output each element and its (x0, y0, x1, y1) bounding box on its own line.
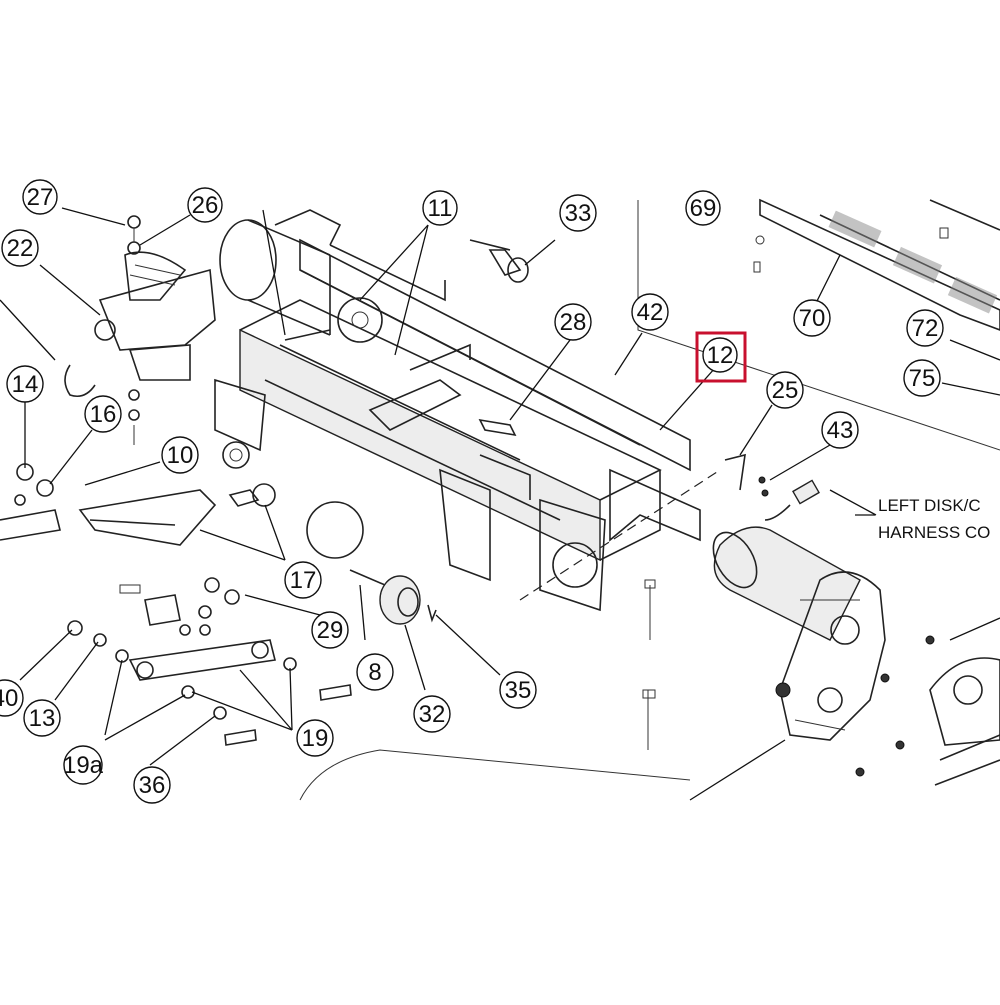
callout-circle (413, 695, 451, 733)
callout-29: 29 (311, 611, 349, 649)
callout-label: 12 (707, 342, 734, 369)
callout-label: 33 (565, 200, 592, 227)
callout-label: 75 (909, 365, 936, 392)
callout-circle (906, 309, 944, 347)
callout-circle (296, 719, 334, 757)
callout-72: 72 (906, 309, 944, 347)
harness-note-line2: HARNESS CO (878, 523, 990, 542)
callout-circle (766, 371, 804, 409)
callout-label: 27 (27, 184, 54, 211)
callout-circle (161, 436, 199, 474)
callout-14: 14 (6, 365, 44, 403)
callout-8: 8 (356, 653, 394, 691)
callout-circle (133, 766, 171, 804)
lower-outline (299, 749, 691, 801)
callout-label: 22 (7, 235, 34, 262)
callout-label: 19a (63, 752, 104, 779)
callout-circle (1, 229, 39, 267)
callout-28: 28 (554, 303, 592, 341)
callout-circle (356, 653, 394, 691)
harness-note-line1: LEFT DISK/C (878, 496, 981, 515)
callout-12: 12 (702, 337, 738, 373)
callout-circle (631, 293, 669, 331)
callout-27: 27 (22, 179, 58, 215)
callout-10: 10 (161, 436, 199, 474)
callout-17: 17 (284, 561, 322, 599)
callout-13: 13 (23, 699, 61, 737)
callout-25: 25 (766, 371, 804, 409)
callout-label: 17 (290, 567, 317, 594)
callout-33: 33 (559, 194, 597, 232)
callout-label: 25 (772, 377, 799, 404)
callout-label: 13 (29, 705, 56, 732)
callout-22: 22 (1, 229, 39, 267)
callout-43: 43 (821, 411, 859, 449)
assembly-axis (519, 469, 721, 601)
callout-42: 42 (631, 293, 669, 331)
callout-label: 40 (0, 685, 18, 712)
callout-circle (793, 299, 831, 337)
callout-label: 26 (192, 192, 219, 219)
callout-circle (63, 745, 103, 785)
callout-35: 35 (499, 671, 537, 709)
callout-label: 28 (560, 309, 587, 336)
roller-icon (379, 575, 421, 625)
leader-lines (0, 207, 1000, 801)
callout-circle (0, 679, 24, 717)
callout-40: 40 (0, 679, 24, 717)
callout-circle (22, 179, 58, 215)
callout-circle (903, 359, 941, 397)
highlight-box (695, 331, 747, 383)
callout-label: 16 (90, 401, 117, 428)
callout-circle (422, 190, 458, 226)
callout-label: 69 (690, 195, 717, 222)
callout-circle (311, 611, 349, 649)
callout-label: 42 (637, 299, 664, 326)
callout-circle (499, 671, 537, 709)
callout-11: 11 (422, 190, 458, 226)
motor-assembly (712, 453, 1000, 786)
callout-circle (702, 337, 738, 373)
callout-label: 36 (139, 772, 166, 799)
callout-label: 32 (419, 701, 446, 728)
callout-69: 69 (685, 190, 721, 226)
fastener-stack (647, 585, 651, 750)
callout-label: 14 (12, 371, 39, 398)
wire-harness-connector-icon (764, 479, 820, 521)
callout-label: 35 (505, 677, 532, 704)
callout-circle (821, 411, 859, 449)
callout-circle (23, 699, 61, 737)
callout-36: 36 (133, 766, 171, 804)
callout-label: 72 (912, 315, 939, 342)
callout-circle (284, 561, 322, 599)
callout-label: 19 (302, 725, 329, 752)
callout-16: 16 (84, 395, 122, 433)
callout-label: 8 (368, 659, 381, 686)
callout-19: 19 (296, 719, 334, 757)
inset-panel (637, 198, 1000, 451)
callout-32: 32 (413, 695, 451, 733)
callout-26: 26 (187, 187, 223, 223)
callout-circle (187, 187, 223, 223)
callout-circle (559, 194, 597, 232)
callout-circle (685, 190, 721, 226)
callout-circle (554, 303, 592, 341)
callout-circle (6, 365, 44, 403)
callout-circle (84, 395, 122, 433)
harness-note: LEFT DISK/C HARNESS CO (855, 496, 990, 542)
callout-label: 29 (317, 617, 344, 644)
gearbox-icon (775, 571, 886, 741)
main-frame (214, 209, 701, 612)
callout-label: 11 (428, 195, 453, 222)
callout-label: 10 (167, 442, 194, 469)
callout-19a: 19a (63, 745, 104, 785)
callout-label: 70 (799, 305, 826, 332)
callout-label: 43 (827, 417, 854, 444)
callout-70: 70 (793, 299, 831, 337)
callout-75: 75 (903, 359, 941, 397)
